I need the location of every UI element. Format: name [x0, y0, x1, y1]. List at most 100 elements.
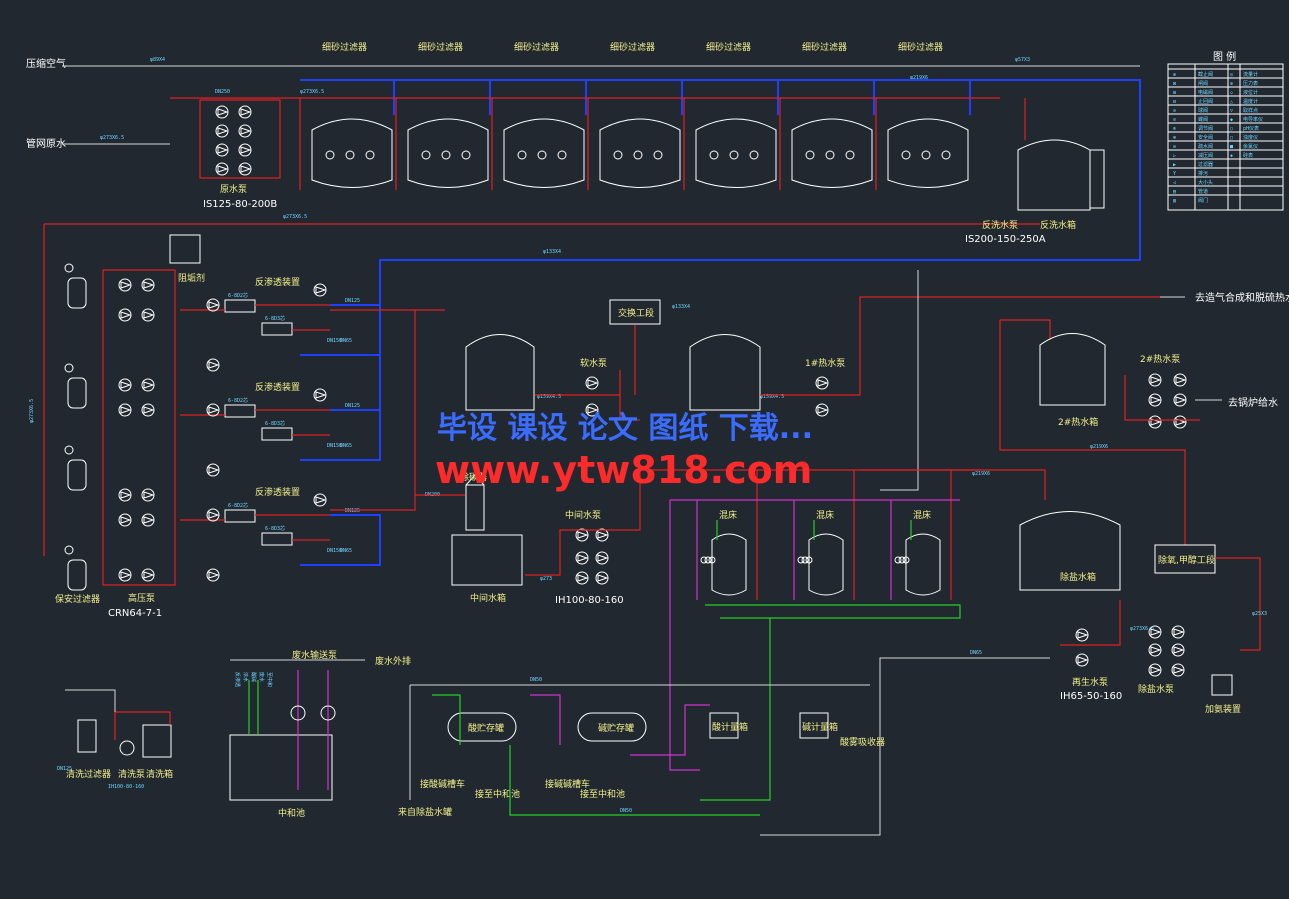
desalt-pump — [1171, 625, 1185, 639]
watermark-line1: 毕设 课设 论文 图纸 下载... — [437, 411, 813, 446]
ro-gauge — [313, 388, 327, 402]
mid-pump-model: IH100-80-160 — [555, 595, 624, 606]
sand-filter — [683, 80, 779, 190]
mixed-bed — [793, 470, 855, 600]
raw-pump — [238, 143, 252, 157]
backwash-model: IS200-150-250A — [965, 234, 1046, 245]
mid-pump — [575, 528, 589, 542]
legend-name: 止回阀 — [1198, 98, 1213, 105]
mid-pump — [595, 528, 609, 542]
ro-module-label: 6-8D3芯 — [265, 315, 285, 322]
legend-name: 流量计 — [1243, 71, 1258, 78]
desalt-pump — [1148, 663, 1162, 677]
legend-name: 排污 — [1198, 170, 1208, 177]
legend-name: 疏水阀 — [1198, 143, 1213, 150]
hot1-pipe-size: φ159X4.5 — [760, 394, 784, 400]
raw-pump-dn: DN250 — [215, 89, 230, 95]
security-filter — [64, 363, 87, 409]
base-meter-tank — [799, 712, 829, 739]
mixed-bed-label: 混床 — [816, 509, 834, 521]
sand-filter — [779, 80, 875, 190]
legend-symbol: △ — [1230, 99, 1233, 105]
regen-pipe-size: φ273X6.5 — [1130, 626, 1154, 632]
hp-pump-model: CRN64-7-1 — [108, 608, 162, 619]
legend-title: 图 例 — [1213, 50, 1236, 63]
legend-name: 液位计 — [1243, 89, 1258, 96]
legend-symbol: ◆ — [1230, 117, 1233, 123]
ammonia-tank — [1211, 674, 1233, 696]
hot2-pump — [1173, 415, 1187, 429]
cip-group — [65, 689, 172, 758]
hp-pump — [118, 488, 132, 502]
mid-pump-out-pipe — [525, 469, 980, 576]
exchange-label: 交换工段 — [618, 307, 654, 319]
waste-tag: 反渗透 — [234, 672, 241, 687]
mixed-bed-green-pipe — [705, 604, 961, 619]
legend-name: 过滤器 — [1198, 161, 1213, 168]
legend-symbol: ◈ — [1230, 153, 1233, 159]
sand-filter — [875, 80, 971, 190]
sand-filter-title: 细砂过滤器 — [706, 41, 751, 53]
legend-table: 图 例 — [1167, 50, 1284, 211]
to-heat-pipe-size: φ219X6 — [1090, 444, 1108, 450]
hp-pump — [118, 568, 132, 582]
legend-name: 电磁阀 — [1198, 89, 1213, 96]
mid-water-tank — [451, 534, 523, 586]
waste-out-label: 废水外排 — [375, 655, 411, 667]
mid-out-pipe-size: φ273 — [540, 576, 552, 582]
legend-name: 蝶阀 — [1198, 116, 1208, 123]
legend-symbol: ⊗ — [1173, 72, 1176, 78]
mixed-bed — [696, 470, 758, 600]
air-inlet-label: 压缩空气 — [26, 57, 66, 70]
raw-pump — [215, 143, 229, 157]
dose-size: φ25X3 — [1252, 611, 1267, 617]
chem-dn-top: DN50 — [530, 677, 542, 683]
hp-pump — [141, 378, 155, 392]
legend-symbol: ▥ — [1173, 198, 1176, 204]
base-magenta-up — [630, 704, 710, 756]
waste-group — [229, 659, 365, 801]
hp-pump — [141, 403, 155, 417]
decarbonator — [465, 474, 485, 531]
security-filter — [64, 263, 87, 309]
sand-filter-title: 细砂过滤器 — [418, 41, 463, 53]
base-tank-label: 碱贮存罐 — [598, 722, 634, 734]
ro-unit-label: 反渗透装置 — [255, 486, 300, 498]
mixed-bed — [890, 470, 952, 600]
hp-pump-frame — [102, 269, 176, 586]
mid-pipe-size: φ133X4 — [543, 249, 561, 255]
regen-out-pipe — [760, 657, 1050, 836]
soft-down-pipe — [880, 270, 919, 491]
hp-pump — [118, 308, 132, 322]
hot2-loop-pipe — [999, 320, 1186, 545]
raw-pump — [238, 105, 252, 119]
ro-pump — [206, 358, 220, 372]
mixed-bed-label: 混床 — [719, 509, 737, 521]
ro-permeate-pipe — [330, 309, 416, 511]
soft-pipe-size: φ159X4.5 — [537, 394, 561, 400]
legend-name: 阀门 — [1198, 197, 1208, 204]
ro-dn125: DN125 — [345, 508, 360, 514]
mid-pump — [595, 551, 609, 565]
legend-name: 大小头 — [1198, 179, 1213, 186]
cip-tank-label: 清洗箱 — [146, 768, 173, 780]
deaerator-label: 除氧,甲醇工段 — [1158, 554, 1215, 566]
sand-filter — [587, 80, 683, 190]
raw-pump — [238, 162, 252, 176]
legend-symbol: ○ — [1230, 126, 1233, 132]
regen-pump-label: 再生水泵 — [1072, 676, 1108, 688]
sand-filter — [491, 80, 587, 190]
to-gas-label: 去造气合成和脱硫热水管 — [1195, 291, 1289, 304]
mid-pump — [575, 571, 589, 585]
desalt-pump — [1171, 663, 1185, 677]
legend-symbol: ▤ — [1173, 189, 1176, 195]
legend-symbol: ◇ — [1230, 90, 1233, 96]
chem-dn-bottom: DN50 — [620, 808, 632, 814]
raw-pump — [215, 162, 229, 176]
legend-symbol: ⊠ — [1173, 81, 1176, 87]
legend-name: 取样点 — [1243, 107, 1258, 114]
ro-dn65: DN65 — [340, 443, 352, 449]
legend-symbol: ⊟ — [1173, 99, 1176, 105]
hot2-pump — [1148, 415, 1162, 429]
soft-pump-label: 软水泵 — [580, 357, 607, 369]
